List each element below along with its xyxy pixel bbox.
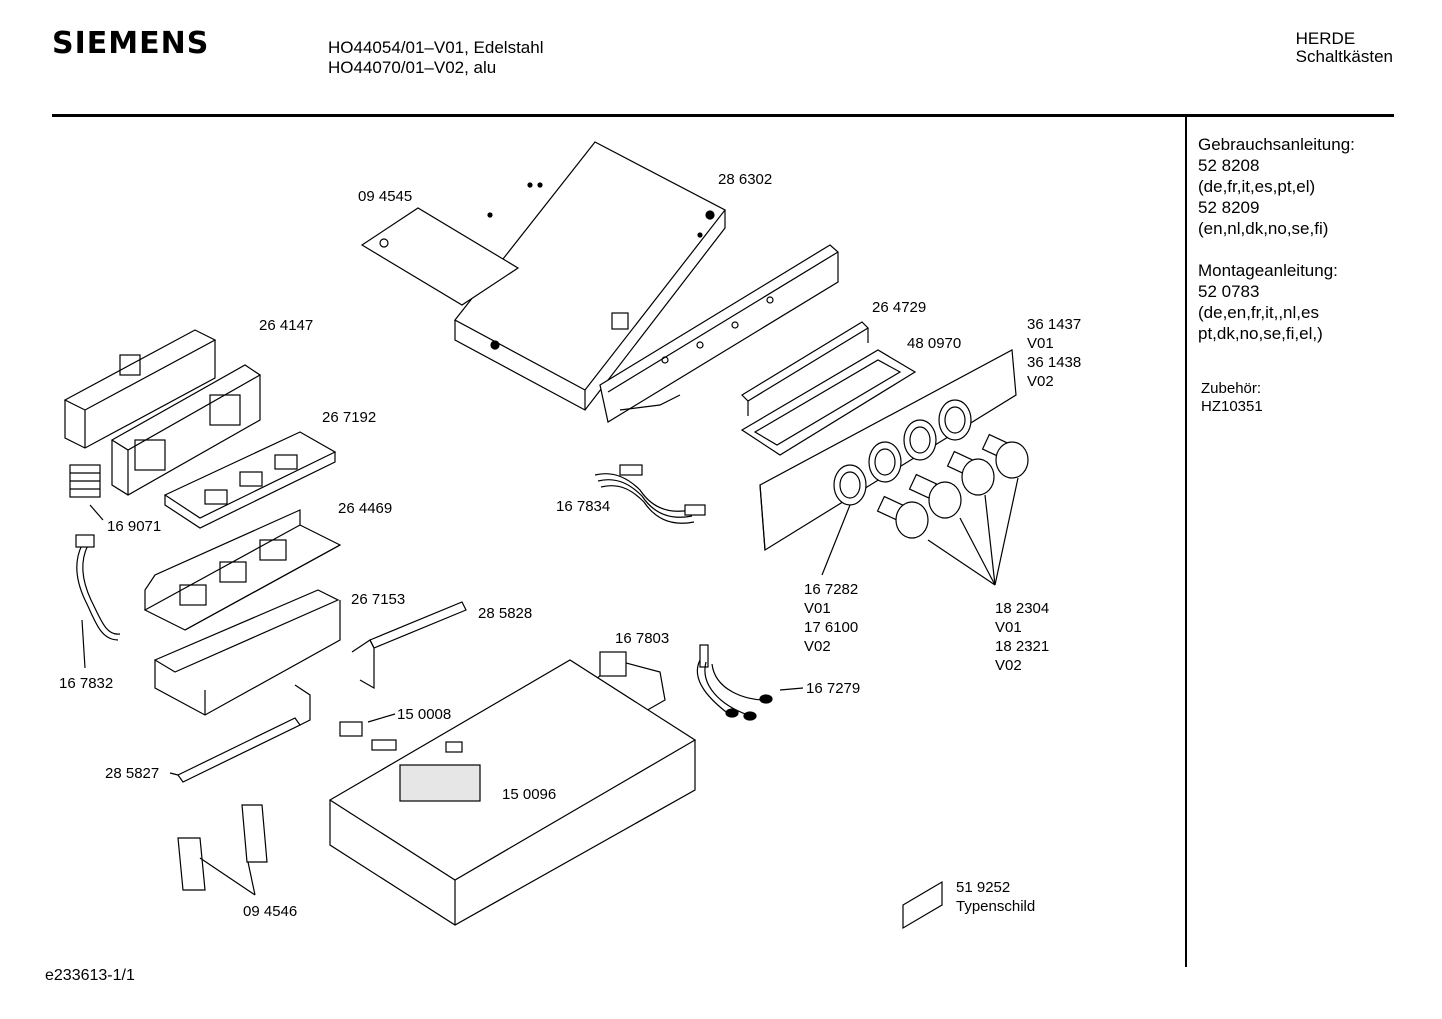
header-divider	[52, 114, 1394, 117]
label-264729: 26 4729	[872, 299, 927, 316]
cover-plate-drawing	[454, 141, 726, 411]
label-182321: 18 2321	[995, 638, 1050, 655]
model-line-1: HO44054/01–V01, Edelstahl	[328, 38, 544, 57]
label-094545: 09 4545	[358, 188, 413, 205]
label-264469: 26 4469	[338, 500, 393, 517]
label-v01-ring: V01	[804, 600, 831, 617]
switch-bank-frame-drawing	[63, 329, 217, 449]
label-264147: 26 4147	[259, 317, 314, 334]
knob-rings-drawing	[833, 399, 972, 506]
brand-logo: SIEMENS	[52, 26, 210, 61]
exploded-parts-drawing	[63, 141, 1029, 930]
label-v01-panel: V01	[1027, 335, 1054, 352]
mounting-manual-block: Montageanleitung: 52 0783 (de,en,fr,it,,…	[1198, 260, 1338, 344]
base-box-drawing	[328, 659, 697, 926]
rail-left-drawing	[169, 684, 311, 783]
switch-bracket-drawing	[599, 244, 839, 423]
type-plate-drawing	[902, 880, 943, 930]
label-286302: 28 6302	[718, 171, 773, 188]
ribbon-cable-drawing	[594, 464, 706, 524]
label-typenschild: Typenschild	[956, 898, 1036, 915]
category-block: HERDE Schaltkästen	[1296, 30, 1393, 66]
insulation-card-drawing	[360, 207, 520, 306]
wiring-harness-drawing	[75, 534, 121, 669]
category-line-1: HERDE	[1295, 29, 1356, 48]
label-285827: 28 5827	[105, 765, 160, 782]
label-v02-knob: V02	[995, 657, 1022, 674]
accessory-title: Zubehör:	[1201, 380, 1262, 397]
accessory-number: HZ10351	[1201, 398, 1263, 415]
relay-holder-drawing	[143, 509, 342, 631]
label-v01-knob: V01	[995, 619, 1022, 636]
small-brackets-drawing	[177, 804, 268, 896]
label-094546: 09 4546	[243, 903, 298, 920]
panel-frame-drawing	[740, 349, 917, 456]
label-267192: 26 7192	[322, 409, 377, 426]
switch-bank-drawing	[110, 364, 262, 496]
usage-title: Gebrauchsanleitung:	[1198, 135, 1355, 154]
switch-tray-drawing	[163, 431, 337, 529]
usage-languages-2: (en,nl,dk,no,se,fi)	[1198, 219, 1329, 238]
lamp-holders-drawing	[696, 644, 804, 721]
label-v02-panel: V02	[1027, 373, 1054, 390]
label-176100: 17 6100	[804, 619, 859, 636]
usage-number-2: 52 8209	[1198, 198, 1260, 217]
mount-title: Montageanleitung:	[1198, 261, 1338, 280]
connector-block-drawing	[69, 464, 104, 521]
mount-number: 52 0783	[1198, 282, 1260, 301]
usage-manual-block: Gebrauchsanleitung: 52 8208 (de,fr,it,es…	[1198, 134, 1355, 239]
label-169071: 16 9071	[107, 518, 162, 535]
model-line-2: HO44070/01–V02, alu	[328, 58, 497, 77]
lower-housing-drawing	[153, 589, 341, 716]
usage-languages-1: (de,fr,it,es,pt,el)	[1198, 177, 1316, 196]
label-167832: 16 7832	[59, 675, 114, 692]
label-519252: 51 9252	[956, 879, 1011, 896]
label-361437: 36 1437	[1027, 316, 1082, 333]
sidebar-divider	[1185, 117, 1187, 967]
label-150008: 15 0008	[397, 706, 452, 723]
knob-leader-lines	[821, 477, 1019, 586]
label-480970: 48 0970	[907, 335, 962, 352]
label-v02-ring: V02	[804, 638, 831, 655]
accessory-block: Zubehör: HZ10351	[1201, 380, 1263, 416]
label-167282: 16 7282	[804, 581, 859, 598]
usage-number-1: 52 8208	[1198, 156, 1260, 175]
rail-right-drawing	[351, 601, 467, 690]
label-267153: 26 7153	[351, 591, 406, 608]
label-167279: 16 7279	[806, 680, 861, 697]
label-150096: 15 0096	[502, 786, 557, 803]
label-167834: 16 7834	[556, 498, 611, 515]
category-line-2: Schaltkästen	[1295, 47, 1393, 66]
clip-drawing	[339, 713, 397, 751]
label-167803: 16 7803	[615, 630, 670, 647]
document-id: e233613-1/1	[45, 967, 135, 984]
label-285828: 28 5828	[478, 605, 533, 622]
label-182304: 18 2304	[995, 600, 1050, 617]
mounting-strip-drawing	[741, 321, 869, 416]
model-list: HO44054/01–V01, Edelstahl HO44070/01–V02…	[328, 38, 544, 78]
mount-languages-1: (de,en,fr,it,,nl,es	[1198, 303, 1319, 322]
label-361438: 36 1438	[1027, 354, 1082, 371]
knobs-drawing	[876, 433, 1029, 539]
mount-languages-2: pt,dk,no,se,fi,el,)	[1198, 324, 1323, 343]
